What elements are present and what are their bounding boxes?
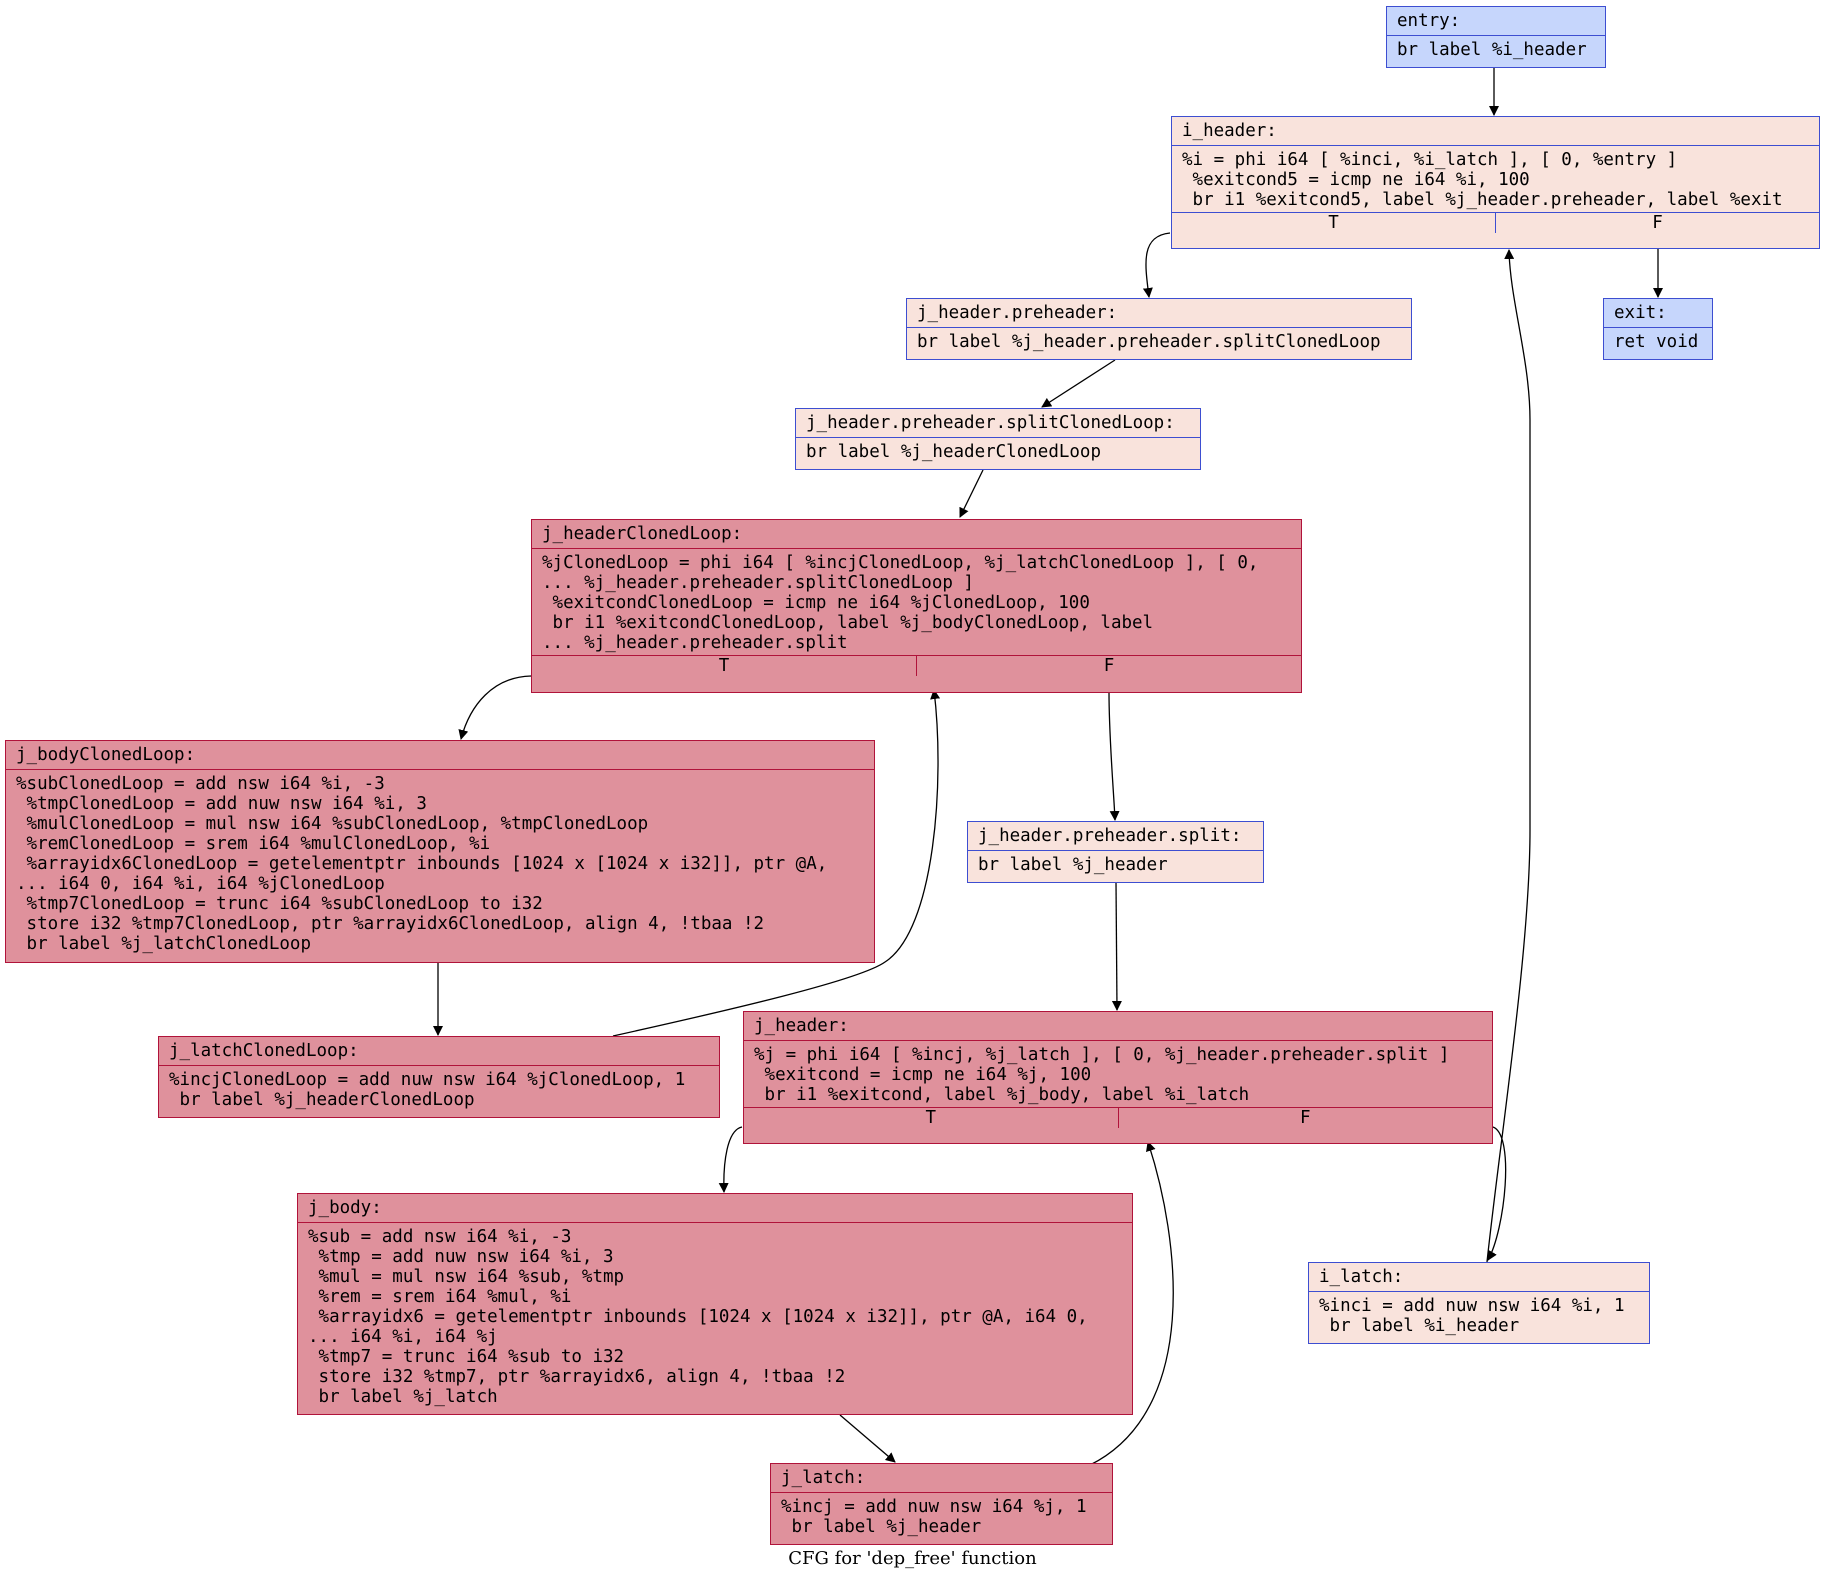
edge-i_latch-to-i_header bbox=[1486, 249, 1531, 1263]
node-body: br label %i_header bbox=[1397, 40, 1587, 60]
node-body: %incj = add nuw nsw i64 %j, 1 br label %… bbox=[781, 1497, 1087, 1537]
diagram-caption: CFG for 'dep_free' function bbox=[788, 1548, 1037, 1569]
node-body: %incjClonedLoop = add nuw nsw i64 %jClon… bbox=[169, 1070, 686, 1110]
node-entry: entry: br label %i_header bbox=[1386, 6, 1606, 68]
edge-i_header-true-to-j_header_preheader bbox=[1142, 232, 1171, 298]
edge-j_headerClonedLoop-false-to-preheader-split bbox=[1108, 691, 1120, 821]
node-body: %i = phi i64 [ %inci, %i_latch ], [ 0, %… bbox=[1182, 150, 1783, 210]
edge-j_body-to-j_latch bbox=[839, 1414, 896, 1463]
node-exit: exit: ret void bbox=[1603, 298, 1713, 360]
node-title: j_latch: bbox=[771, 1464, 1112, 1493]
node-title: j_header.preheader: bbox=[907, 299, 1411, 328]
edge-j_header-false-to-i_latch bbox=[1487, 1126, 1507, 1261]
node-title: j_body: bbox=[298, 1194, 1132, 1223]
node-title: i_latch: bbox=[1309, 1263, 1649, 1292]
branch-false-label: F bbox=[916, 656, 1301, 676]
node-body: br label %j_header.preheader.splitCloned… bbox=[917, 332, 1381, 352]
node-title: j_headerClonedLoop: bbox=[532, 520, 1301, 549]
branch-true-label: T bbox=[718, 656, 730, 676]
node-j_header_preheader_splitClonedLoop: j_header.preheader.splitClonedLoop: br l… bbox=[795, 408, 1201, 470]
edge-preheader-split-to-j_header bbox=[1111, 881, 1122, 1011]
branch-false-label: F bbox=[1117, 1108, 1493, 1128]
edge-j_latchClonedLoop-to-j_headerClonedLoop bbox=[612, 689, 941, 1037]
node-title: j_latchClonedLoop: bbox=[159, 1037, 719, 1066]
edge-j_latch-to-j_header bbox=[1089, 1141, 1174, 1466]
branch-row: T F bbox=[532, 655, 1301, 676]
node-title: exit: bbox=[1604, 299, 1712, 328]
node-body: %inci = add nuw nsw i64 %i, 1 br label %… bbox=[1319, 1296, 1625, 1336]
node-title: j_bodyClonedLoop: bbox=[6, 741, 874, 770]
node-j_body: j_body: %sub = add nsw i64 %i, -3 %tmp =… bbox=[297, 1193, 1133, 1415]
node-j_bodyClonedLoop: j_bodyClonedLoop: %subClonedLoop = add n… bbox=[5, 740, 875, 963]
node-j_latch: j_latch: %incj = add nuw nsw i64 %j, 1 b… bbox=[770, 1463, 1113, 1545]
node-j_latchClonedLoop: j_latchClonedLoop: %incjClonedLoop = add… bbox=[158, 1036, 720, 1118]
branch-row: T F bbox=[744, 1107, 1492, 1128]
edge-j_header_preheader-to-split bbox=[1041, 359, 1116, 408]
node-j_header_preheader: j_header.preheader: br label %j_header.p… bbox=[906, 298, 1412, 360]
branch-row: T F bbox=[1172, 212, 1819, 233]
node-body: %j = phi i64 [ %incj, %j_latch ], [ 0, %… bbox=[754, 1045, 1450, 1105]
node-body: %sub = add nsw i64 %i, -3 %tmp = add nuw… bbox=[308, 1227, 1088, 1407]
branch-true-label: T bbox=[925, 1108, 937, 1128]
node-j_headerClonedLoop: j_headerClonedLoop: %jClonedLoop = phi i… bbox=[531, 519, 1302, 693]
node-title: j_header.preheader.splitClonedLoop: bbox=[796, 409, 1200, 438]
node-j_header: j_header: %j = phi i64 [ %incj, %j_latch… bbox=[743, 1011, 1493, 1144]
node-body: %jClonedLoop = phi i64 [ %incjClonedLoop… bbox=[542, 553, 1259, 653]
node-i_latch: i_latch: %inci = add nuw nsw i64 %i, 1 b… bbox=[1308, 1262, 1650, 1344]
branch-false-label: F bbox=[1495, 213, 1819, 233]
node-title: i_header: bbox=[1172, 117, 1819, 146]
edge-j_header-true-to-j_body bbox=[718, 1126, 743, 1193]
node-body: br label %j_header bbox=[978, 855, 1168, 875]
node-i_header: i_header: %i = phi i64 [ %inci, %i_latch… bbox=[1171, 116, 1820, 249]
node-title: entry: bbox=[1387, 7, 1605, 36]
node-title: j_header.preheader.split: bbox=[968, 822, 1263, 851]
edge-j_headerClonedLoop-true-to-j_bodyClonedLoop bbox=[458, 675, 532, 740]
node-title: j_header: bbox=[744, 1012, 1492, 1041]
node-body: %subClonedLoop = add nsw i64 %i, -3 %tmp… bbox=[16, 774, 828, 954]
edge-splitClonedLoop-to-j_headerClonedLoop bbox=[959, 469, 984, 518]
node-body: ret void bbox=[1614, 332, 1699, 352]
node-body: br label %j_headerClonedLoop bbox=[806, 442, 1102, 462]
node-j_header_preheader_split: j_header.preheader.split: br label %j_he… bbox=[967, 821, 1264, 883]
branch-true-label: T bbox=[1328, 213, 1339, 233]
